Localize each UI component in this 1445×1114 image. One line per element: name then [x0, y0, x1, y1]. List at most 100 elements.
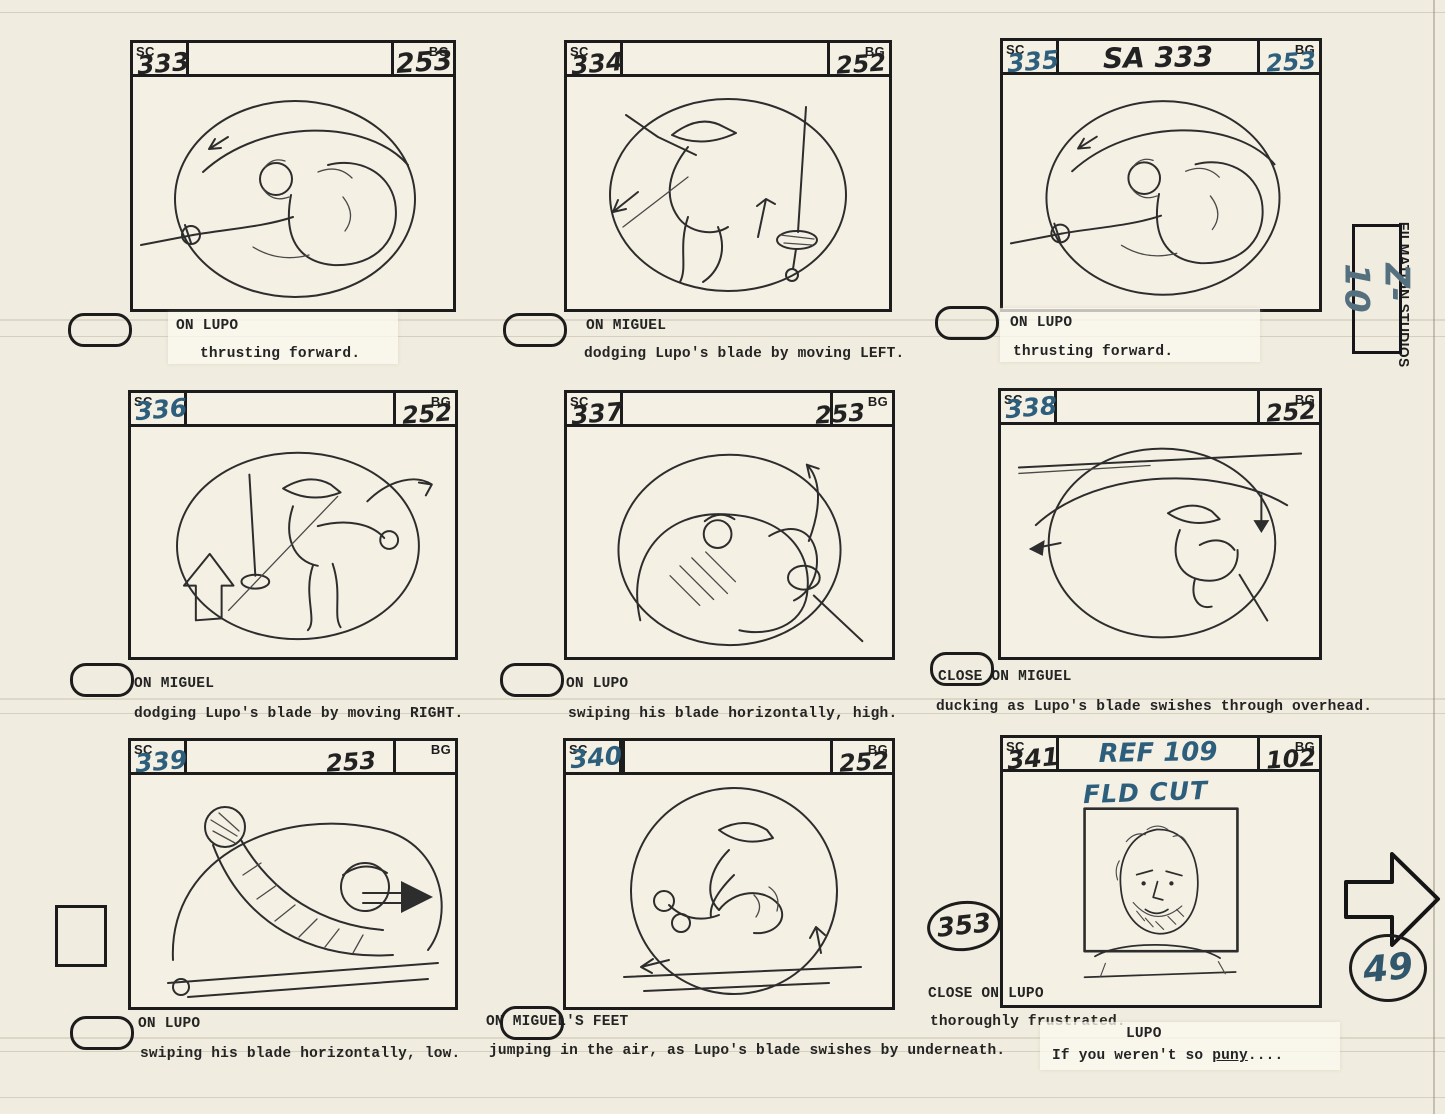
- background-number: 253: [814, 398, 867, 430]
- sc-label: SC: [134, 394, 153, 409]
- blank-label-oval: [500, 1006, 564, 1040]
- blank-label-oval: [930, 652, 994, 686]
- sc-label: SC: [1006, 739, 1025, 754]
- scene-number-box: SC 336: [131, 392, 189, 427]
- background-number-box: BG 102: [1257, 738, 1319, 775]
- sketch-lupo-swipe-high: [617, 453, 864, 647]
- storyboard-panel-333: SC 333 BG 253: [130, 40, 456, 312]
- bg-label: BG: [430, 394, 451, 409]
- scene-number: 336: [133, 392, 189, 427]
- scene-number: 333: [135, 46, 191, 81]
- sc-label: SC: [1004, 392, 1023, 407]
- scene-ref-circle: 353: [924, 897, 1004, 955]
- scene-number: 335: [1005, 44, 1061, 79]
- caption-heading: ON LUPO: [176, 318, 239, 334]
- caption-body: swiping his blade horizontally, high.: [568, 706, 898, 722]
- caption-heading: ON LUPO: [1010, 315, 1073, 331]
- scene-number: 337: [569, 396, 625, 431]
- sheet-code-box: Z-10: [1337, 224, 1417, 354]
- background-number-box: BG 252: [1257, 391, 1319, 428]
- storyboard-panel-341: SC 341 REF 109 BG 102 FLD CUT: [1000, 735, 1322, 1008]
- blank-label-oval: [503, 313, 567, 347]
- header-middle: [189, 43, 391, 74]
- sc-label: SC: [136, 44, 155, 59]
- paper-edge: [1433, 0, 1435, 1114]
- scene-number-box: SC 335: [1003, 41, 1060, 78]
- bg-label: BG: [1294, 739, 1315, 754]
- background-number: 252: [1265, 396, 1318, 428]
- background-number: 252: [838, 746, 891, 778]
- caption-heading: ON MIGUEL: [586, 318, 667, 334]
- sketch-lupo-thrust: [1009, 100, 1281, 296]
- caption-heading: CLOSE ON MIGUEL: [938, 669, 1072, 685]
- blank-label-oval: [70, 1016, 134, 1050]
- background-number-box: BG 252: [827, 43, 889, 80]
- bg-label: BG: [864, 44, 885, 59]
- next-page-arrow-icon: [1344, 852, 1440, 947]
- storyboard-panel-338: SC 338 BG 252: [998, 388, 1322, 660]
- background-number-box: BG 252: [830, 741, 892, 778]
- sketch-miguel-dodge-left: [609, 98, 847, 292]
- scene-number: 334: [569, 46, 625, 81]
- scene-number: 338: [1003, 390, 1059, 425]
- storyboard-panel-337: SC 337 BG 253: [564, 390, 895, 660]
- background-number-box: BG 253: [1257, 41, 1319, 78]
- sc-label: SC: [570, 44, 589, 59]
- paper-crease: [0, 12, 1445, 13]
- caption-body: dodging Lupo's blade by moving LEFT.: [584, 346, 905, 362]
- panel-header: SC 333 BG 253: [133, 43, 453, 80]
- storyboard-panel-340: SC 340 BG 252: [563, 738, 895, 1010]
- storyboard-panel-334: SC 334 BG 252: [564, 40, 892, 312]
- ref-note: REF 109: [1098, 736, 1218, 770]
- scene-ref-number: 353: [935, 908, 993, 944]
- background-number-box: BG 253: [391, 43, 453, 80]
- caption-body: swiping his blade horizontally, low.: [140, 1046, 461, 1062]
- background-number: 253: [325, 746, 378, 778]
- background-number-box: BG 253: [325, 741, 455, 778]
- blank-label-oval: [500, 663, 564, 697]
- paper-crease: [0, 1097, 1445, 1098]
- caption-tape: [168, 312, 398, 364]
- storyboard-panel-339: SC 339 BG 253: [128, 738, 458, 1010]
- page-number-circle: 49: [1349, 934, 1427, 1002]
- bg-label: BG: [1294, 392, 1315, 407]
- background-number-box: BG 253: [814, 393, 892, 430]
- caption-heading: ON MIGUEL'S FEET: [486, 1014, 629, 1030]
- dialogue-tape: [1040, 1022, 1340, 1070]
- background-number: 252: [401, 398, 454, 430]
- sc-label: SC: [134, 742, 153, 757]
- dialogue-underlined-word: puny: [1212, 1048, 1248, 1064]
- sc-label: SC: [570, 394, 589, 409]
- blank-square-box: [55, 905, 107, 967]
- storyboard-panel-336: SC 336 BG 252: [128, 390, 458, 660]
- caption-tape: [1000, 308, 1260, 362]
- background-number: 102: [1265, 743, 1318, 775]
- sc-label: SC: [1006, 42, 1025, 57]
- sketch-miguel-feet-jump: [623, 787, 862, 995]
- caption-heading: ON LUPO: [138, 1016, 201, 1032]
- blank-label-oval: [935, 306, 999, 340]
- background-number-box: BG 252: [393, 393, 455, 430]
- bg-label: BG: [867, 742, 888, 757]
- sheet-code: Z-10: [1337, 263, 1417, 315]
- bg-label: BG: [867, 394, 888, 409]
- dialogue-prefix: If you weren't so: [1052, 1048, 1213, 1064]
- scene-number-box: SC 333: [133, 43, 190, 80]
- scene-number-box: SC 340: [566, 740, 624, 775]
- dialogue-line: If you weren't so puny....: [1052, 1048, 1283, 1064]
- caption-body: thrusting forward.: [200, 346, 361, 362]
- bg-label: BG: [1294, 42, 1315, 57]
- background-number: 252: [835, 48, 888, 80]
- scene-number: 340: [568, 740, 624, 775]
- sketch-lupo-frustrated: [1083, 807, 1239, 979]
- bg-label: BG: [430, 742, 451, 757]
- background-number: 253: [394, 45, 454, 80]
- scene-number: 341: [1005, 741, 1061, 776]
- storyboard-panel-335: SC 335 SA 333 BG 253: [1000, 38, 1322, 312]
- sketch-lupo-thrust: [140, 100, 416, 298]
- scene-number-box: SC 341: [1003, 738, 1060, 775]
- background-number: 253: [1265, 46, 1318, 78]
- caption-body: ducking as Lupo's blade swishes through …: [936, 699, 1373, 715]
- scene-number-box: SC 334: [567, 43, 624, 80]
